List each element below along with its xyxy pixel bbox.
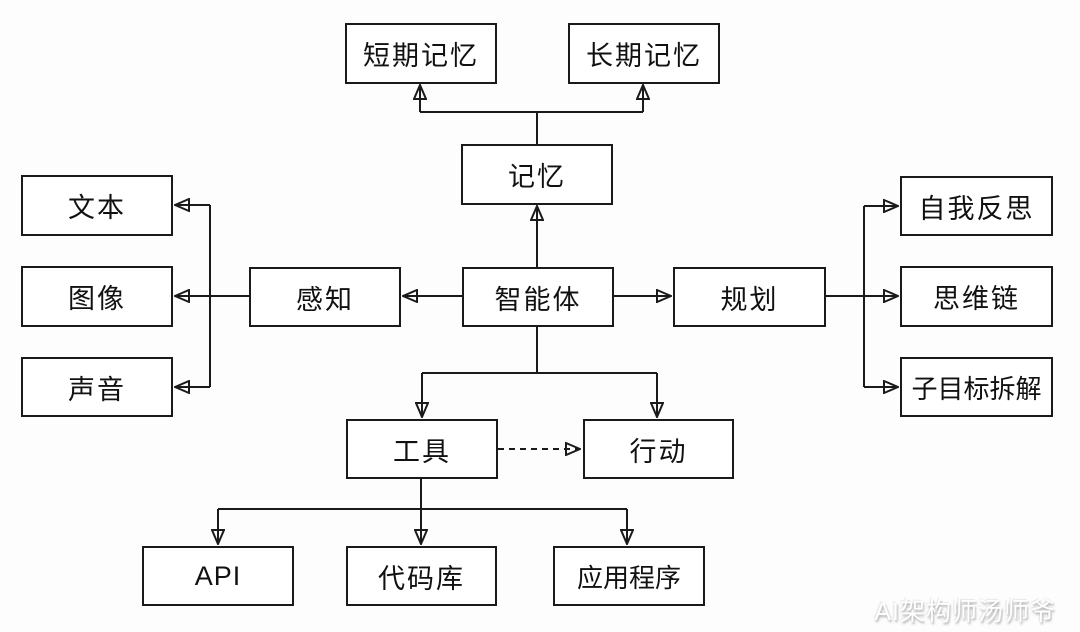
node-tools: 工具 <box>346 419 498 479</box>
node-agent: 智能体 <box>462 267 614 327</box>
node-text: 文本 <box>21 175 173 236</box>
edge-planning-branch <box>826 206 865 387</box>
node-action: 行动 <box>583 419 734 479</box>
node-memory: 记忆 <box>461 144 613 205</box>
node-long-term-memory: 长期记忆 <box>568 23 720 84</box>
node-code-library: 代码库 <box>346 546 497 606</box>
watermark: AI架构师汤师爷 <box>874 598 1056 626</box>
node-planning: 规划 <box>673 267 826 327</box>
node-image: 图像 <box>21 266 173 327</box>
node-subgoal-decomposition: 子目标拆解 <box>900 357 1053 417</box>
edge-tools-branch <box>218 479 627 510</box>
node-perception: 感知 <box>249 267 401 327</box>
node-api: API <box>142 546 294 606</box>
node-chain-of-thought: 思维链 <box>900 266 1053 327</box>
node-applications: 应用程序 <box>553 546 705 606</box>
node-short-term-memory: 短期记忆 <box>345 23 497 84</box>
edge-agent-bottom-branch <box>422 327 657 374</box>
node-sound: 声音 <box>21 357 173 417</box>
edge-memory-branch <box>420 111 643 144</box>
edge-perception-branch <box>209 205 249 387</box>
node-self-reflection: 自我反思 <box>900 176 1053 236</box>
